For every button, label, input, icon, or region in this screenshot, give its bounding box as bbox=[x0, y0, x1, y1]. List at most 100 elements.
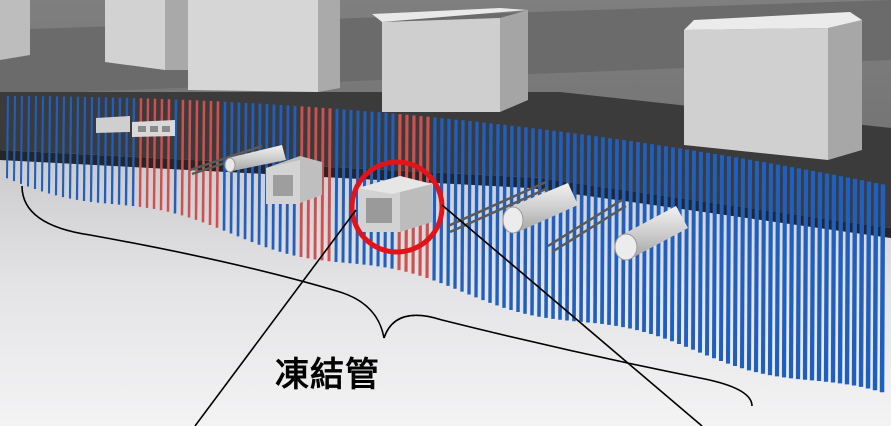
freeze-pipe bbox=[565, 132, 570, 321]
freeze-pipe bbox=[544, 129, 549, 318]
freeze-pipe bbox=[131, 98, 136, 207]
freeze-pipe bbox=[159, 98, 164, 211]
curly-brace bbox=[21, 185, 753, 407]
freeze-pipe bbox=[61, 96, 66, 198]
freeze-pipe bbox=[341, 109, 346, 263]
freeze-pipe bbox=[26, 96, 31, 187]
freeze-pipe bbox=[348, 109, 353, 264]
freeze-pipe bbox=[670, 147, 675, 342]
freeze-pipe bbox=[537, 129, 542, 317]
freeze-pipe bbox=[47, 96, 52, 194]
freeze-pipe bbox=[844, 177, 851, 385]
freeze-pipe bbox=[334, 108, 339, 262]
freeze-pipe bbox=[117, 97, 122, 205]
freeze-pipe bbox=[600, 137, 605, 324]
freeze-pipe bbox=[551, 130, 556, 319]
freeze-pipe bbox=[718, 155, 725, 362]
box-culverts bbox=[266, 156, 432, 232]
freeze-pipe bbox=[467, 121, 472, 295]
freeze-pipe bbox=[781, 165, 788, 378]
freeze-pipe bbox=[767, 163, 774, 376]
freeze-pipe bbox=[166, 99, 171, 212]
freeze-pipe bbox=[711, 153, 718, 359]
freeze-pipe bbox=[677, 148, 682, 345]
freeze-pipe bbox=[180, 99, 185, 216]
freeze-pipe bbox=[19, 96, 24, 184]
freeze-pipe bbox=[327, 108, 332, 262]
vertical-freeze-pipes bbox=[5, 95, 886, 393]
freeze-pipe bbox=[746, 159, 753, 371]
freeze-pipe bbox=[795, 168, 802, 380]
freeze-pipe bbox=[194, 100, 199, 220]
freeze-pipe bbox=[110, 97, 115, 205]
freeze-pipe bbox=[725, 156, 732, 364]
freeze-pipe bbox=[691, 150, 696, 350]
freeze-pipe bbox=[82, 96, 87, 201]
buildings bbox=[0, 0, 862, 160]
freeze-pipe bbox=[879, 184, 886, 393]
freeze-pipe bbox=[760, 162, 767, 374]
freeze-pipe bbox=[103, 97, 108, 204]
freeze-pipe bbox=[830, 174, 837, 383]
freeze-pipe bbox=[453, 119, 458, 289]
freeze-pipe bbox=[222, 101, 227, 231]
freeze-pipe bbox=[201, 100, 206, 223]
freeze-pipe bbox=[865, 181, 872, 389]
freeze-pipe bbox=[732, 157, 739, 367]
freeze-pipe bbox=[851, 178, 858, 386]
freeze-pipe bbox=[872, 182, 879, 391]
frozen-pipe-label: 凍結管 bbox=[275, 355, 380, 395]
freeze-pipe bbox=[187, 100, 192, 218]
freeze-pipe bbox=[593, 136, 598, 324]
freeze-pipe bbox=[40, 96, 45, 192]
freeze-pipe bbox=[621, 140, 626, 328]
freeze-pipe bbox=[558, 131, 563, 320]
freeze-pipe bbox=[446, 118, 451, 286]
freeze-pipe bbox=[152, 98, 157, 209]
freeze-pipe bbox=[68, 96, 73, 199]
freeze-pipe bbox=[145, 98, 150, 208]
freeze-pipe bbox=[173, 99, 178, 214]
freeze-pipe bbox=[243, 102, 248, 240]
freeze-pipe bbox=[788, 167, 795, 379]
freeze-pipe bbox=[432, 117, 437, 281]
utility-boxes bbox=[96, 116, 175, 137]
freeze-pipe bbox=[753, 160, 760, 373]
freeze-pipe bbox=[802, 169, 809, 380]
freeze-pipe bbox=[572, 133, 577, 322]
freeze-pipe bbox=[837, 176, 844, 384]
freeze-pipe bbox=[138, 98, 143, 207]
freeze-pipe bbox=[823, 173, 830, 382]
freeze-pipe bbox=[257, 103, 262, 245]
freeze-pipe bbox=[96, 97, 101, 203]
freeze-pipe bbox=[705, 152, 710, 356]
freeze-pipe bbox=[12, 96, 17, 182]
freeze-pipe bbox=[739, 158, 746, 369]
freeze-pipe bbox=[124, 97, 129, 206]
freeze-pipe bbox=[816, 172, 823, 382]
freeze-pipe bbox=[858, 180, 865, 387]
round-pipes bbox=[224, 145, 688, 261]
freeze-pipe bbox=[774, 164, 781, 377]
freeze-pipe bbox=[809, 170, 816, 381]
freeze-pipe bbox=[684, 149, 689, 347]
freeze-pipe bbox=[579, 134, 584, 322]
freeze-pipe bbox=[250, 103, 255, 243]
freeze-pipe bbox=[33, 96, 38, 190]
road-slab bbox=[0, 92, 891, 228]
freeze-pipe bbox=[607, 138, 612, 325]
freeze-pipe bbox=[495, 124, 500, 306]
freeze-pipe bbox=[614, 139, 619, 326]
freeze-pipe bbox=[460, 120, 465, 292]
freeze-pipe bbox=[474, 121, 479, 298]
freeze-pipe bbox=[320, 107, 325, 261]
freeze-pipe bbox=[54, 96, 59, 196]
freeze-pipe bbox=[5, 95, 10, 179]
freeze-pipe bbox=[698, 151, 703, 353]
callout-lines bbox=[194, 204, 703, 426]
freeze-pipe bbox=[75, 96, 80, 200]
highlight-circle bbox=[349, 159, 445, 255]
freeze-pipe bbox=[663, 146, 668, 339]
freeze-pipe bbox=[89, 96, 94, 202]
